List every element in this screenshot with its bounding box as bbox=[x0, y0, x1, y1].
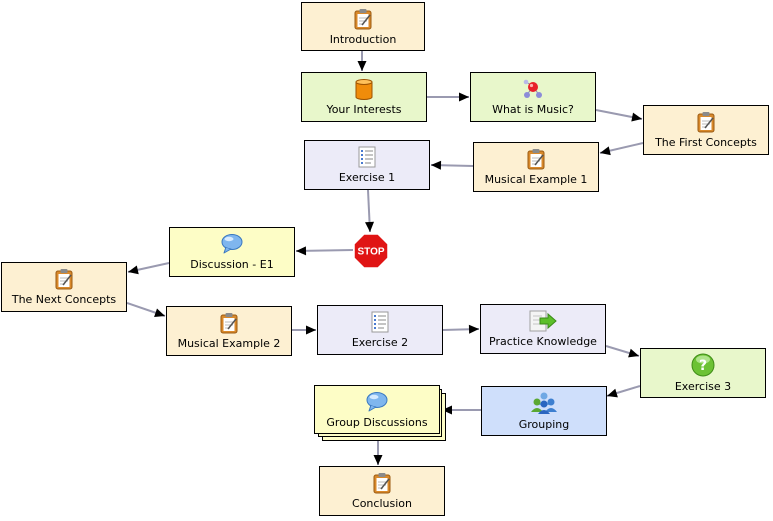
arrowhead-6 bbox=[365, 221, 375, 232]
arrowhead-11 bbox=[468, 324, 479, 334]
node-exercise-3[interactable]: ? Exercise 3 bbox=[640, 348, 766, 398]
node-label: Musical Example 2 bbox=[177, 337, 281, 350]
node-label: The First Concepts bbox=[655, 136, 757, 149]
notepad-icon bbox=[527, 149, 545, 170]
arrowhead-3 bbox=[631, 112, 642, 122]
notepad-icon bbox=[373, 473, 391, 494]
node-label: Your Interests bbox=[326, 103, 402, 116]
arrowhead-4 bbox=[600, 146, 611, 156]
node-exercise-2[interactable]: Exercise 2 bbox=[317, 305, 443, 355]
node-label: Exercise 1 bbox=[338, 171, 396, 184]
node-label: Musical Example 1 bbox=[484, 173, 588, 186]
node-label: Exercise 2 bbox=[351, 336, 409, 349]
checklist-icon bbox=[371, 311, 389, 333]
arrowhead-2 bbox=[459, 92, 469, 102]
arrowhead-14 bbox=[442, 405, 452, 415]
arrow-doc-icon bbox=[529, 310, 557, 332]
svg-text:?: ? bbox=[699, 358, 707, 374]
notepad-icon bbox=[697, 112, 715, 133]
notepad-icon bbox=[354, 8, 372, 29]
arrowhead-15 bbox=[373, 455, 383, 465]
node-musical-example-2[interactable]: Musical Example 2 bbox=[166, 306, 292, 356]
database-icon bbox=[355, 79, 373, 100]
arrowhead-13 bbox=[607, 388, 618, 398]
node-label: What is Music? bbox=[492, 103, 574, 116]
notepad-icon bbox=[220, 313, 238, 334]
arrowhead-10 bbox=[306, 325, 316, 335]
node-label: Practice Knowledge bbox=[489, 335, 597, 348]
node-label: The Next Concepts bbox=[11, 293, 117, 306]
node-musical-example-1[interactable]: Musical Example 1 bbox=[473, 142, 599, 192]
node-conclusion[interactable]: Conclusion bbox=[319, 466, 445, 516]
node-label: Conclusion bbox=[352, 497, 412, 510]
node-exercise-1[interactable]: Exercise 1 bbox=[304, 140, 430, 190]
node-label: Grouping bbox=[518, 418, 570, 431]
notepad-icon bbox=[55, 269, 73, 290]
stop-sign-icon bbox=[353, 233, 389, 269]
arrowhead-8 bbox=[128, 265, 139, 275]
stop-gate[interactable]: STOP bbox=[353, 233, 389, 269]
speech-bubble-icon bbox=[221, 234, 243, 254]
arrowhead-12 bbox=[628, 348, 639, 358]
node-introduction[interactable]: Introduction bbox=[301, 2, 425, 51]
node-grouping[interactable]: Grouping bbox=[481, 386, 607, 436]
checklist-icon bbox=[358, 146, 376, 168]
molecule-icon bbox=[523, 79, 542, 98]
node-label: Introduction bbox=[329, 32, 397, 46]
stop-label: STOP bbox=[357, 247, 384, 258]
node-your-interests[interactable]: Your Interests bbox=[301, 72, 427, 122]
node-label: Exercise 3 bbox=[674, 380, 732, 393]
node-first-concepts[interactable]: The First Concepts bbox=[643, 105, 769, 155]
node-what-is-music[interactable]: What is Music? bbox=[470, 72, 596, 122]
arrowhead-5 bbox=[431, 160, 442, 170]
node-label: Discussion - E1 bbox=[190, 258, 274, 271]
speech-bubble-icon bbox=[366, 391, 388, 411]
node-next-concepts[interactable]: The Next Concepts bbox=[1, 262, 127, 312]
node-group-discussions[interactable]: Group Discussions bbox=[314, 385, 440, 434]
arrowhead-9 bbox=[154, 308, 165, 318]
arrowhead-7 bbox=[296, 246, 307, 256]
node-discussion-e1[interactable]: Discussion - E1 bbox=[169, 227, 295, 277]
question-icon: ? bbox=[691, 353, 715, 377]
arrowhead-1 bbox=[357, 61, 367, 71]
node-label: Group Discussions bbox=[326, 415, 428, 429]
people-icon bbox=[531, 392, 557, 414]
node-practice-knowledge[interactable]: Practice Knowledge bbox=[480, 304, 606, 354]
